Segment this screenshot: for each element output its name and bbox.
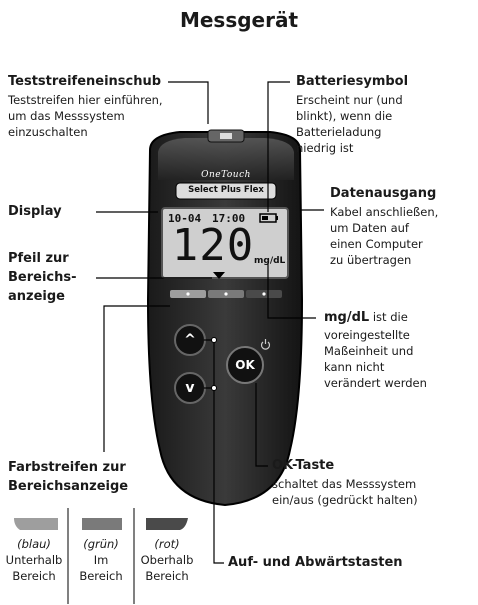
desc-batterie-2: blinkt), wenn die xyxy=(296,109,393,123)
up-button[interactable]: ^ xyxy=(184,332,196,348)
swatch-gruen xyxy=(82,518,122,530)
swatch-blau-line1: Unterhalb xyxy=(5,553,63,567)
power-icon xyxy=(260,339,271,350)
label-mgdl-rest: ist die xyxy=(369,310,408,324)
swatch-gruen-line2: Bereich xyxy=(79,569,123,583)
desc-datenausgang-2: um Daten auf xyxy=(330,221,409,235)
label-ok-taste: OK-Taste xyxy=(272,458,335,473)
label-batteriesymbol: Batteriesymbol xyxy=(296,74,409,89)
label-pfeil-2: Bereichs- xyxy=(8,270,77,285)
desc-batterie-1: Erscheint nur (und xyxy=(296,93,403,107)
swatch-rot-line1: Oberhalb xyxy=(140,553,194,567)
label-teststreifeneinschub: Teststreifeneinschub xyxy=(8,74,162,89)
desc-teststreifen-3: einzuschalten xyxy=(8,125,88,139)
page-title: Messgerät xyxy=(179,8,299,32)
display-unit: mg/dL xyxy=(254,256,286,266)
swatch-blau xyxy=(14,518,58,530)
desc-mgdl-1: voreingestellte xyxy=(324,328,410,342)
desc-datenausgang-3: einen Computer xyxy=(330,237,423,251)
desc-teststreifen-1: Teststreifen hier einführen, xyxy=(8,93,163,107)
label-farbstreifen-1: Farbstreifen zur xyxy=(8,460,126,475)
desc-mgdl-4: verändert werden xyxy=(324,376,427,390)
desc-batterie-3: Batterieladung xyxy=(296,125,382,139)
label-datenausgang: Datenausgang xyxy=(330,186,437,201)
label-mgdl-bold: mg/dL xyxy=(324,310,370,325)
display-date: 10-04 xyxy=(168,212,202,225)
swatch-rot-line2: Bereich xyxy=(145,569,189,583)
label-display: Display xyxy=(8,204,62,219)
lcd-display xyxy=(161,207,289,279)
pointer-lines xyxy=(96,81,324,564)
label-pfeil-1: Pfeil zur xyxy=(8,251,69,266)
brand-logo: OneTouch xyxy=(201,170,251,180)
swatch-blau-line2: Bereich xyxy=(12,569,56,583)
label-auf-abwaerts: Auf- und Abwärtstasten xyxy=(228,555,403,570)
swatch-gruen-line1: Im xyxy=(93,553,109,567)
desc-mgdl-3: kann nicht xyxy=(324,360,385,374)
meter-top xyxy=(158,138,294,180)
display-reading: 120 xyxy=(171,220,255,271)
label-farbstreifen-2: Bereichsanzeige xyxy=(8,479,129,494)
range-arrow xyxy=(213,272,225,279)
swatch-blau-name: (blau) xyxy=(17,537,51,551)
label-mgdl: mg/dL ist die xyxy=(324,308,408,327)
brand-badge xyxy=(175,182,277,200)
desc-teststreifen-2: um das Messsystem xyxy=(8,109,125,123)
label-pfeil-3: anzeige xyxy=(8,289,65,304)
desc-datenausgang-4: zu übertragen xyxy=(330,253,412,267)
display-time: 17:00 xyxy=(212,212,246,225)
desc-ok-2: ein/aus (gedrückt halten) xyxy=(272,493,418,507)
desc-batterie-4: niedrig ist xyxy=(296,141,354,155)
desc-ok-1: schaltet das Messsystem xyxy=(272,477,417,491)
swatch-dividers xyxy=(67,508,135,604)
ok-button[interactable]: OK xyxy=(235,358,255,372)
swatch-rot-name: (rot) xyxy=(154,537,180,551)
down-button[interactable]: v xyxy=(185,380,195,396)
desc-mgdl-2: Maßeinheit und xyxy=(324,344,414,358)
swatch-gruen-name: (grün) xyxy=(83,537,119,551)
ok-button-shape xyxy=(226,346,264,384)
desc-datenausgang-1: Kabel anschließen, xyxy=(330,205,439,219)
model-name: Select Plus Flex xyxy=(188,185,264,195)
swatch-rot xyxy=(146,518,188,530)
